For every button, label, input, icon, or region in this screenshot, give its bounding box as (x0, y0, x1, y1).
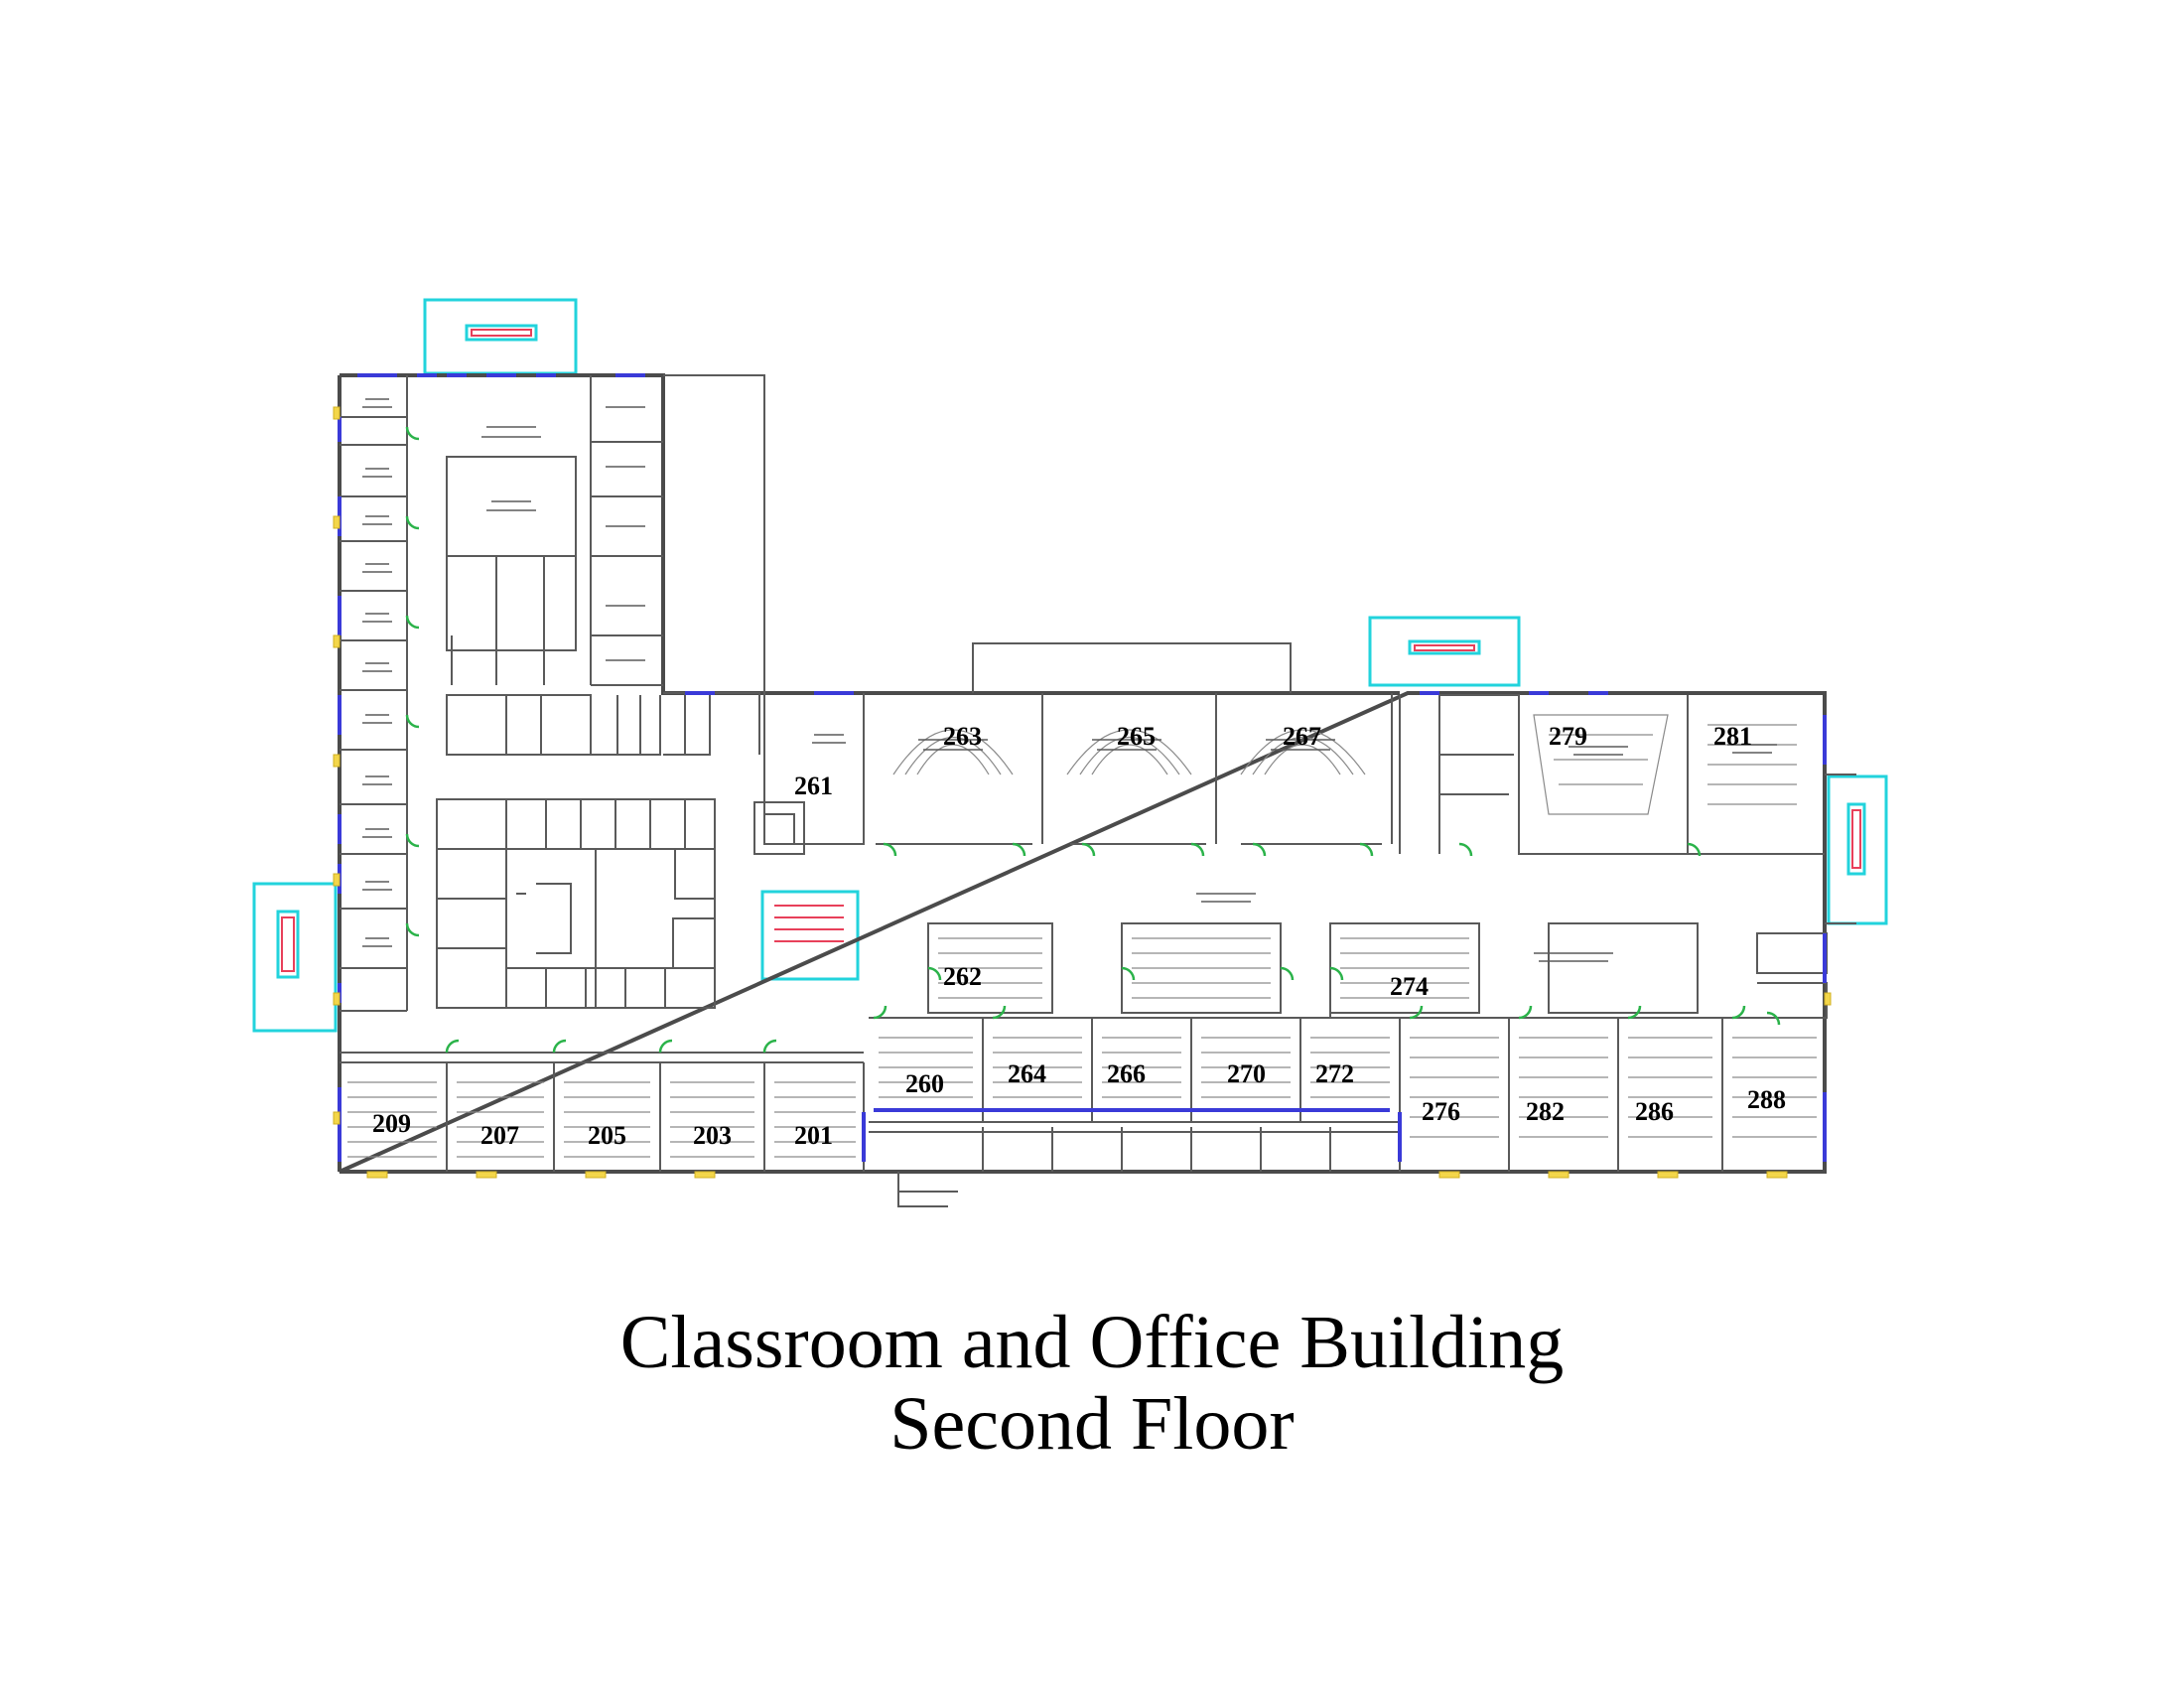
room-label-286: 286 (1635, 1097, 1674, 1126)
room-label-260: 260 (905, 1069, 944, 1098)
room-label-279: 279 (1549, 722, 1587, 751)
room-label-267: 267 (1283, 722, 1321, 751)
classroom-seating (347, 937, 1817, 1158)
room-label-262: 262 (943, 962, 982, 991)
room-label-207: 207 (480, 1121, 519, 1150)
south-west-classrooms (340, 1052, 865, 1172)
room-label-266: 266 (1107, 1059, 1146, 1088)
room-label-209: 209 (372, 1109, 411, 1138)
room-label-274: 274 (1390, 972, 1429, 1001)
room-label-281: 281 (1713, 722, 1752, 751)
room-label-270: 270 (1227, 1059, 1266, 1088)
stairwells (252, 298, 1888, 1033)
north-lecture-halls (763, 693, 1856, 924)
south-east-classrooms (869, 922, 1828, 1207)
doors (405, 426, 1781, 1054)
room-label-264: 264 (1008, 1059, 1046, 1088)
room-label-201: 201 (794, 1121, 833, 1150)
room-labels: 209 207 205 203 201 261 263 265 267 279 … (372, 722, 1786, 1150)
plan-subtitle: Second Floor (889, 1382, 1295, 1466)
room-label-205: 205 (588, 1121, 626, 1150)
room-label-263: 263 (943, 722, 982, 751)
central-core-rooms (436, 798, 805, 1009)
windows (338, 373, 1827, 1162)
room-label-265: 265 (1117, 722, 1156, 751)
room-label-282: 282 (1526, 1097, 1565, 1126)
structural-columns (333, 406, 1832, 1179)
plan-title: Classroom and Office Building (619, 1301, 1565, 1384)
room-label-276: 276 (1422, 1097, 1460, 1126)
room-label-203: 203 (693, 1121, 732, 1150)
room-label-288: 288 (1747, 1085, 1786, 1114)
west-wing-rooms (340, 375, 760, 1012)
room-label-261: 261 (794, 772, 833, 800)
small-room-annotations (362, 398, 1777, 962)
room-label-272: 272 (1315, 1059, 1354, 1088)
